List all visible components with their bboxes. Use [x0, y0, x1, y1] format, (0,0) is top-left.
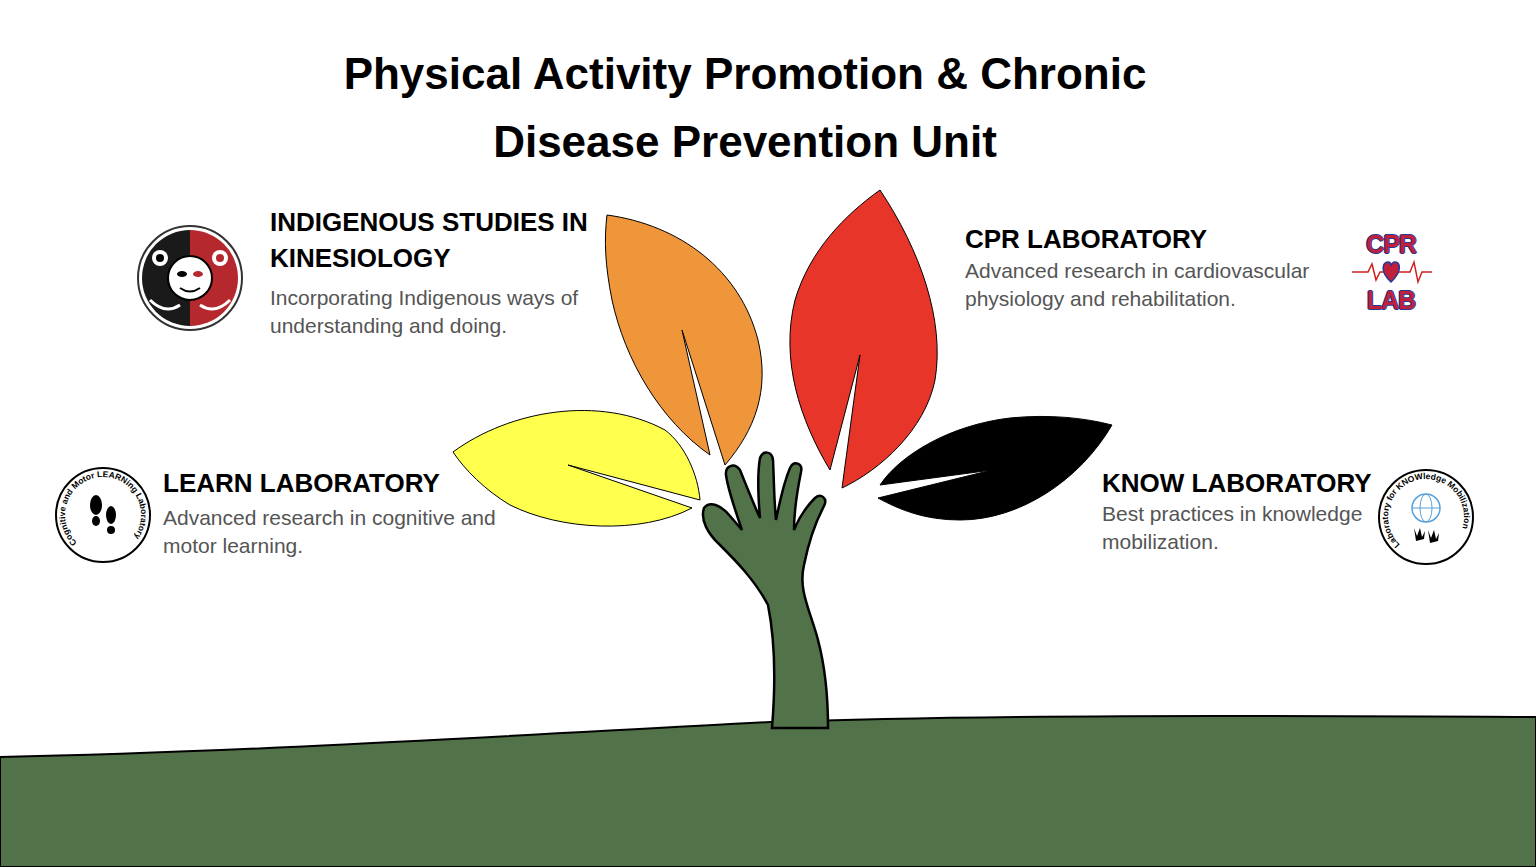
section-heading: CPR LABORATORY [965, 221, 1325, 257]
section-heading: INDIGENOUS STUDIES IN KINESIOLOGY [270, 204, 590, 276]
section-text: Incorporating Indigenous ways of underst… [270, 284, 610, 340]
logo-word: LAB [1361, 286, 1421, 314]
logo-word: CPR [1361, 230, 1421, 258]
ground [0, 716, 1536, 867]
section-heading: KNOW LABORATORY [1102, 465, 1392, 501]
indigenous-logo [138, 226, 242, 330]
orange-leaf [605, 215, 762, 465]
red-leaf [790, 190, 937, 488]
section-heading: LEARN LABORATORY [163, 465, 483, 501]
black-leaf [878, 416, 1112, 520]
hand-trunk [703, 453, 828, 728]
section-text: Advanced research in cardiovascular phys… [965, 257, 1350, 313]
know-logo [1379, 470, 1473, 564]
logo-ring-text: Cognitive and Motor LEARNing Laboratory [57, 469, 149, 548]
section-text: Best practices in knowledge mobilization… [1102, 500, 1367, 556]
logo-ring-text: Laboratory for KNOWledge Mobilization [1380, 471, 1472, 550]
learn-logo [56, 468, 150, 562]
cpr-logo [1352, 262, 1432, 282]
section-text: Advanced research in cognitive and motor… [163, 504, 503, 560]
title: Physical Activity Promotion & Chronic Di… [295, 40, 1195, 176]
